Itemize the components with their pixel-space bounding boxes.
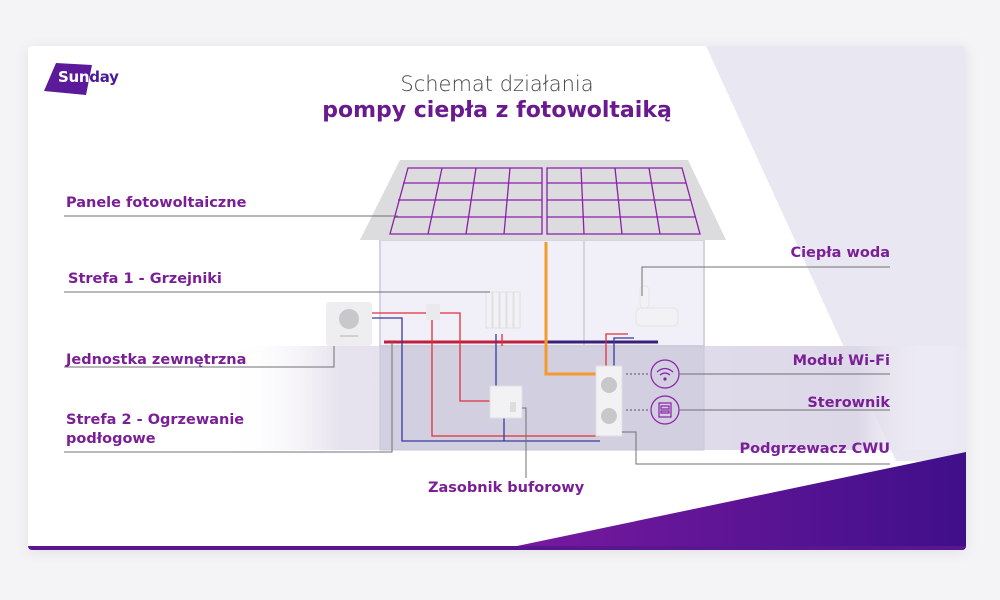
label-zone2-line1: Strefa 2 - Ogrzewanie	[66, 412, 245, 428]
house-basement	[379, 345, 705, 451]
buffer-tank-device	[489, 385, 523, 419]
sunday-logo[interactable]: Sunday	[44, 61, 122, 97]
title-line1: Schemat działania	[400, 72, 594, 96]
pv-panel-left	[389, 167, 543, 235]
label-buffer-tank: Zasobnik buforowy	[428, 480, 585, 496]
roof	[360, 160, 726, 240]
return-pipes	[370, 317, 634, 442]
logo-text-rest: day	[89, 68, 119, 86]
label-zone2-line2: podłogowe	[66, 431, 156, 447]
house-wall	[379, 239, 705, 347]
label-dhw-heater: Podgrzewacz CWU	[739, 441, 890, 457]
label-pv-panels: Panele fotowoltaiczne	[66, 195, 247, 211]
bathtub-device	[635, 307, 679, 327]
dhw-heater-device	[595, 365, 623, 437]
label-controller: Sterownik	[807, 395, 890, 411]
supply-pipes	[370, 312, 628, 437]
label-zone2: Strefa 2 - Ogrzewanie podłogowe	[66, 411, 244, 449]
logo-text: Sun	[58, 68, 90, 86]
leader-lines	[64, 215, 890, 478]
title-line2: pompy ciepła z fotowoltaiką	[322, 98, 672, 123]
pv-panel-right	[546, 167, 701, 235]
label-outdoor-unit: Jednostka zewnętrzna	[66, 352, 247, 368]
label-hot-water: Ciepła woda	[790, 245, 890, 261]
radiator-device	[485, 291, 521, 329]
diagram-canvas	[28, 46, 966, 550]
label-wifi-module: Moduł Wi-Fi	[792, 353, 890, 369]
diagram-card: Sunday Schemat działania pompy ciepła z …	[28, 46, 966, 550]
label-zone1: Strefa 1 - Grzejniki	[68, 271, 222, 287]
corner-accent	[498, 452, 966, 550]
